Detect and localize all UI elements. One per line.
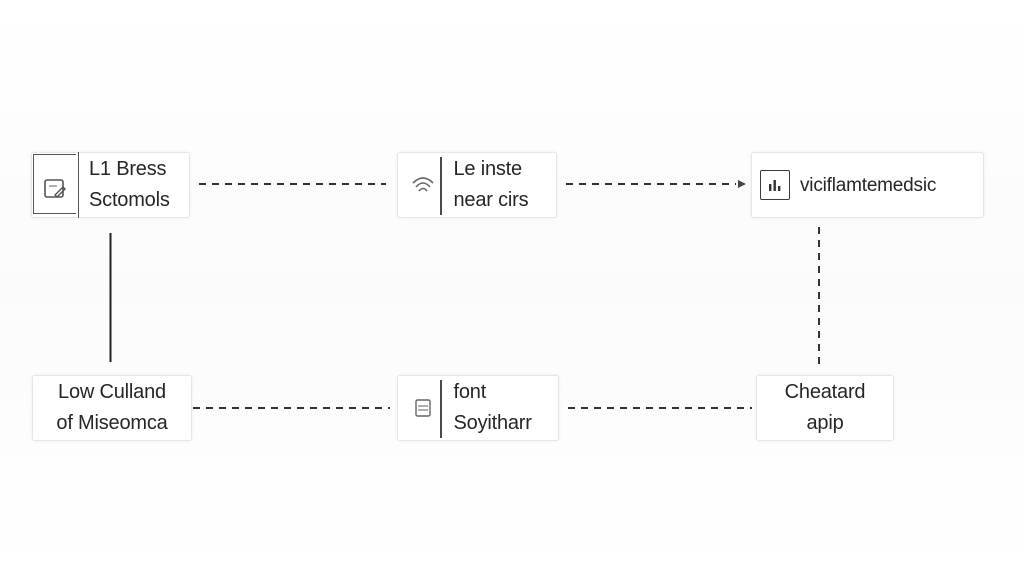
server-stack-icon bbox=[406, 396, 440, 420]
node-label-line: Le inste bbox=[453, 158, 523, 180]
node-label-line: viciflamtemedsic bbox=[800, 174, 937, 196]
document-edit-icon bbox=[31, 152, 79, 218]
node-label: Cheatard apip bbox=[785, 377, 866, 439]
node-divider bbox=[440, 157, 442, 215]
diagram-node-5[interactable]: font Soyitharr bbox=[397, 375, 559, 441]
node-label: font Soyitharr bbox=[454, 377, 532, 439]
node-label-line: of Miseomca bbox=[56, 412, 168, 434]
node-label: viciflamtemedsic bbox=[800, 170, 936, 201]
edge-n2-n3-arrowhead bbox=[738, 180, 746, 188]
diagram-node-3[interactable]: viciflamtemedsic bbox=[751, 152, 984, 218]
node-label-line: Sctomols bbox=[89, 189, 170, 211]
node-label-line: L1 Bress bbox=[89, 158, 167, 180]
node-label-line: Low Culland bbox=[58, 381, 166, 403]
node-label-line: Cheatard bbox=[784, 381, 866, 403]
diagram-node-2[interactable]: Le inste near cirs bbox=[397, 152, 557, 218]
node-label: Low Culland of Miseomca bbox=[56, 377, 167, 439]
node-label-line: apip bbox=[806, 412, 844, 434]
diagram-node-4[interactable]: Low Culland of Miseomca bbox=[32, 375, 192, 441]
diagram-node-1[interactable]: L1 Bress Sctomols bbox=[31, 152, 190, 218]
wifi-signal-icon bbox=[406, 174, 440, 196]
node-label: Le inste near cirs bbox=[454, 154, 529, 216]
node-label-line: font bbox=[453, 381, 487, 403]
node-label: L1 Bress Sctomols bbox=[89, 154, 170, 216]
node-label-line: Soyitharr bbox=[453, 412, 532, 434]
node-label-line: near cirs bbox=[453, 189, 529, 211]
diagram-node-6[interactable]: Cheatard apip bbox=[756, 375, 894, 441]
bar-chart-icon bbox=[760, 170, 790, 200]
node-divider bbox=[440, 380, 442, 438]
